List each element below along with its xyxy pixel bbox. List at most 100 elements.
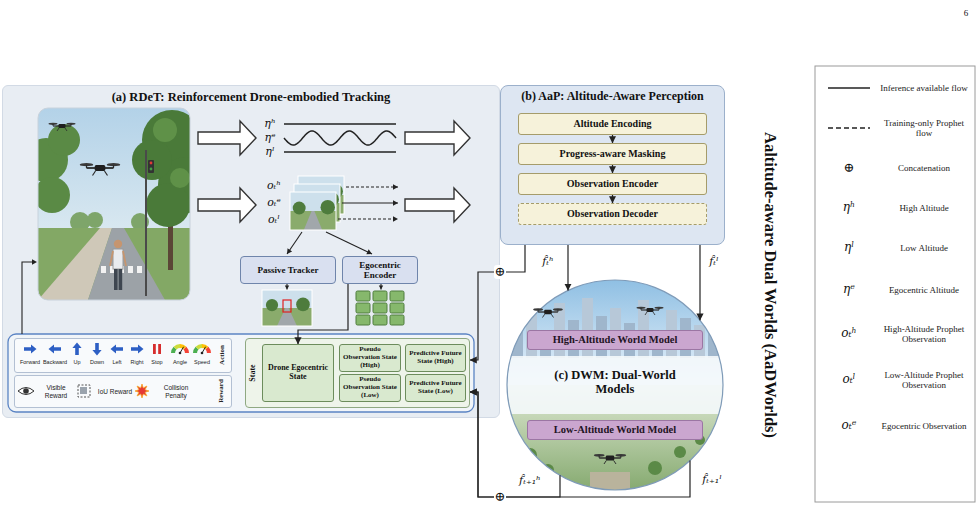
reward-box: Visible Reward IoU Reward Collision Penalt… <box>14 375 232 408</box>
legend-symbol: oₜʰ <box>841 327 856 340</box>
drawing-part <box>356 315 370 325</box>
flow-arrow <box>612 135 613 143</box>
text-holder: Aaltitude-aware Dual Worlds (AaDWorlds) <box>759 85 781 485</box>
legend-entry: High Altitude <box>876 190 972 226</box>
box-label: Right <box>131 359 144 365</box>
legend-entry: High-Altitude Prophet Observation <box>876 316 972 352</box>
text-holder: Down <box>82 358 112 367</box>
box-label: Pseudo Observation State (High) <box>343 346 397 369</box>
box-label: Pseudo Observation State (Low) <box>343 376 397 399</box>
legend-solid-line <box>828 87 870 88</box>
drawing-part <box>148 160 154 173</box>
flow-arrow <box>612 195 613 203</box>
drawing-part <box>606 456 614 461</box>
text-holder: ⊕ <box>834 160 864 176</box>
box-label: Stop <box>151 359 162 365</box>
drawing-part <box>284 131 396 145</box>
drawing-part <box>150 162 153 165</box>
text-holder: Angle <box>165 358 195 367</box>
legend-entry: Inference available flow <box>876 70 972 106</box>
module-box: Observation Decoder <box>518 203 707 225</box>
legend-dashed-line <box>828 127 870 128</box>
box-label: Angle <box>173 359 187 365</box>
altitude-symbol: ηˡ <box>265 146 274 158</box>
drawing-part <box>179 352 182 355</box>
drawing-part <box>114 240 122 248</box>
drawing-part <box>132 140 172 180</box>
observation-symbol: oₜˡ <box>268 214 280 226</box>
drawing-part <box>557 310 558 312</box>
drawing-part <box>373 303 387 313</box>
legend-symbol: oₜˡ <box>842 373 855 386</box>
drawing-part <box>72 343 81 356</box>
drawing-part <box>57 128 67 131</box>
illustration <box>14 338 232 373</box>
panel-title: (a) RDeT: Reinforcement Drone-embodied T… <box>112 90 391 104</box>
drawing-part <box>48 124 80 156</box>
drawing-part <box>80 387 87 394</box>
state-box: Pseudo Observation State (Low) <box>339 374 401 402</box>
observation-symbol: oₜʰ <box>267 180 281 192</box>
drawing-part <box>49 123 76 131</box>
drawing-part <box>262 290 312 326</box>
drawing-part <box>326 232 372 254</box>
action-box: ForwardBackwardUpDownLeftRightStopAngleS… <box>14 338 232 373</box>
drawing-part <box>405 188 470 222</box>
drawing-part <box>290 192 336 230</box>
drawing-part <box>674 446 686 458</box>
drawing-part <box>373 315 387 325</box>
text-holder: Forward <box>15 358 45 367</box>
process-box: Passive Tracker <box>240 256 336 284</box>
flow-arrow <box>612 165 613 173</box>
drawing-part <box>284 123 396 125</box>
text-holder: Visible Reward <box>36 382 76 401</box>
text-holder: ⊕ <box>485 489 515 505</box>
drawing-part <box>119 269 123 290</box>
legend-entry: Low Altitude <box>876 230 972 266</box>
drawing-part <box>38 228 190 300</box>
box-label: Collision Penalty <box>152 384 200 398</box>
drawing-part <box>637 307 664 315</box>
drawing-part <box>590 472 630 490</box>
box-label: Predictive Future State (High) <box>409 350 462 365</box>
legend-entry: Egocentric Observation <box>876 408 972 444</box>
drawing-part <box>23 388 29 394</box>
state-box: Drone Egocentric State <box>262 344 334 402</box>
text-holder: Backward <box>40 358 70 367</box>
text-holder: oₜˡ <box>834 372 864 388</box>
drawing-part <box>390 315 404 325</box>
drawing-part <box>174 344 180 350</box>
drawing-part <box>113 249 123 269</box>
drawing-part <box>38 108 190 300</box>
drawing-part <box>604 460 616 464</box>
text-holder: oₜᵉ <box>259 195 289 211</box>
flow-arrow <box>470 392 690 497</box>
drawing-part <box>390 303 404 313</box>
text-holder: Speed <box>187 358 217 367</box>
drawing-part <box>594 454 626 464</box>
drawing-part <box>321 200 335 214</box>
legend-entry: Low-Altitude Prophet Observation <box>876 362 972 398</box>
drawing-part <box>86 165 87 168</box>
drawing-part <box>153 344 156 354</box>
drawing-part <box>8 334 474 412</box>
state-box: Pseudo Observation State (High) <box>339 344 401 372</box>
drawing-part <box>599 456 600 458</box>
drawing-part <box>290 192 336 230</box>
drawing-part <box>114 269 118 290</box>
text-holder: IoU Reward <box>94 382 136 401</box>
legend-entry: Egocentric Altitude <box>876 272 972 308</box>
drawing-part <box>135 384 149 398</box>
drawing-part <box>285 286 289 290</box>
drawing-part <box>18 384 149 398</box>
feature-label: f̂ₜˡ <box>708 256 719 269</box>
drawing-part <box>128 266 133 273</box>
drawing-part <box>373 291 387 301</box>
legend-symbol: ⊕ <box>844 161 855 175</box>
drawing-part <box>393 216 398 222</box>
box-label: Observation Encoder <box>567 178 658 190</box>
module-box: Progress-aware Masking <box>518 143 707 165</box>
text-holder: Stop <box>142 358 172 367</box>
text-holder: f̂ₜ₊₁ˡ <box>692 472 732 488</box>
drawing-part <box>647 308 654 312</box>
